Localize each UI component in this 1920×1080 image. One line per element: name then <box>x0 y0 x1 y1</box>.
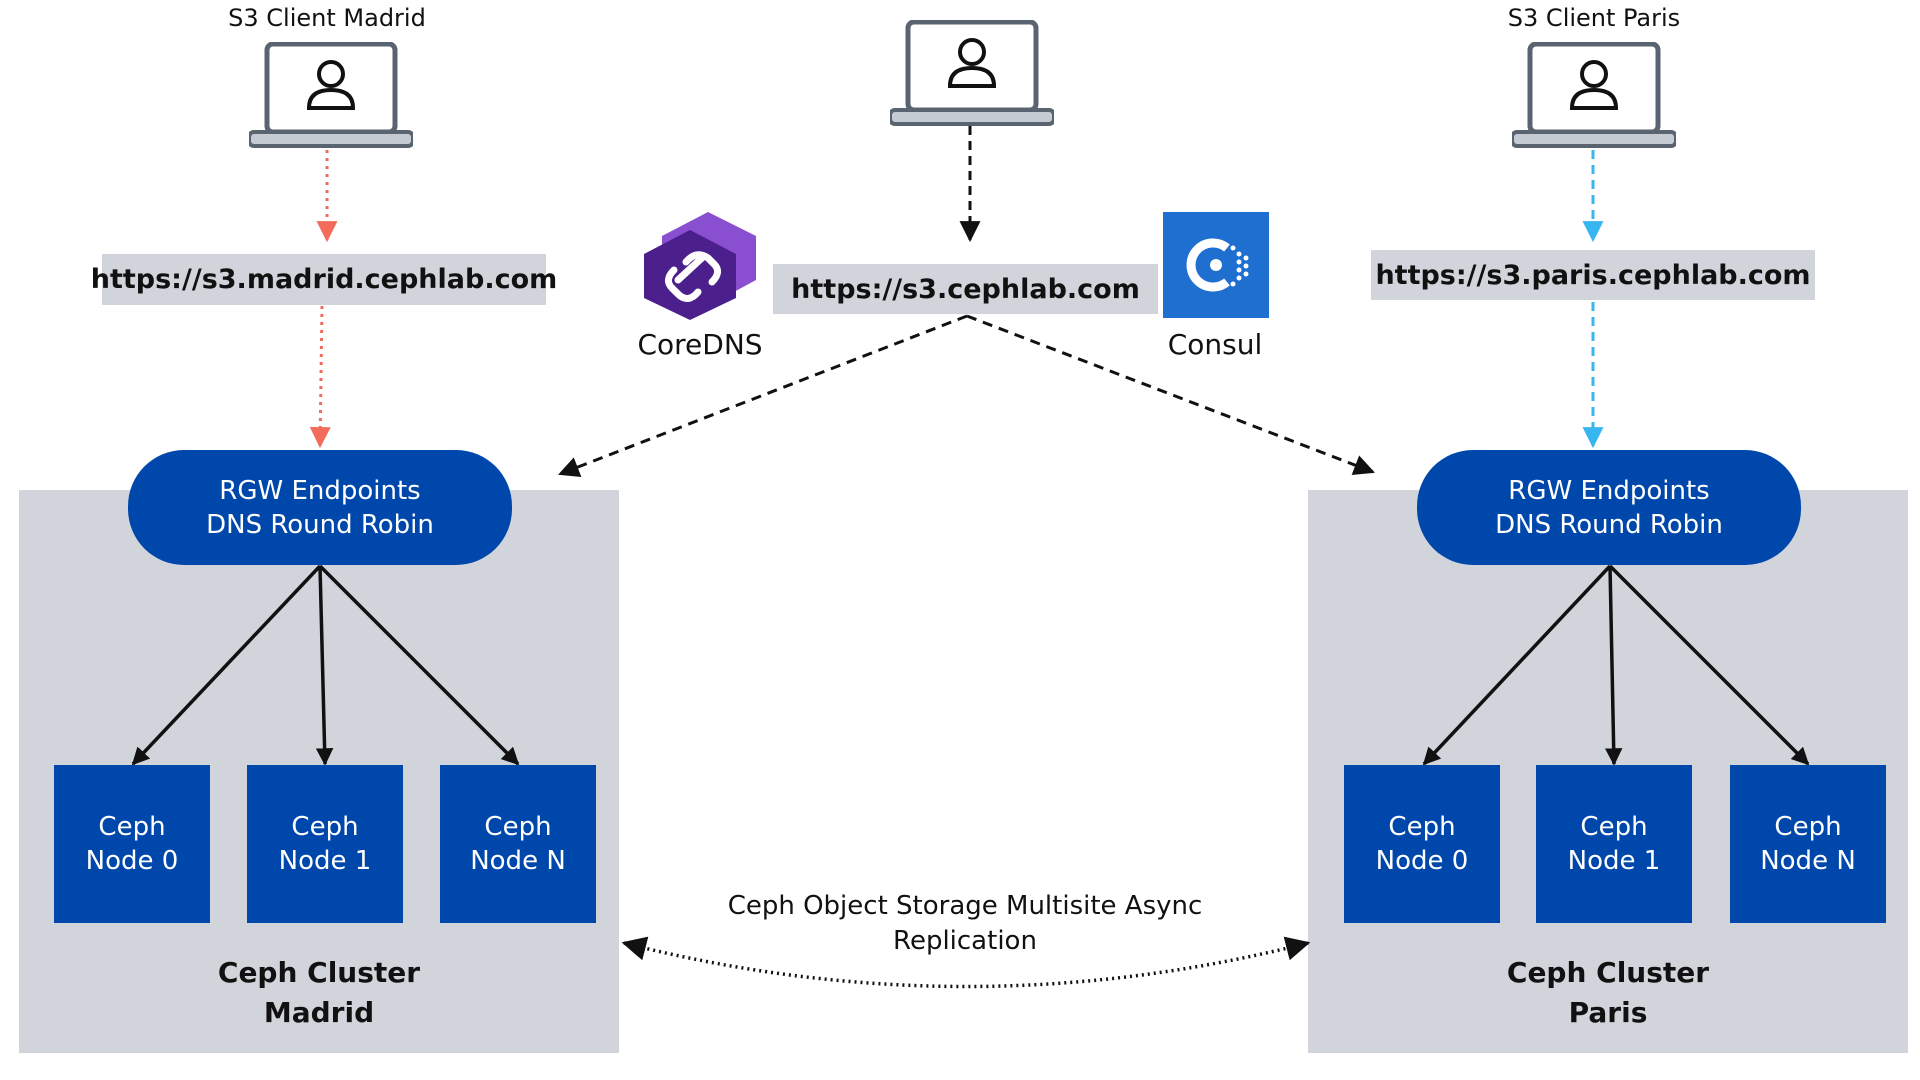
laptop-user-icon <box>1512 42 1676 148</box>
paris-ceph-node-n: Ceph Node N <box>1730 765 1886 923</box>
madrid-url-to-rgw-arrow <box>309 305 331 449</box>
replication-label: Ceph Object Storage Multisite Async Repl… <box>700 889 1230 959</box>
node-label-line1: Ceph <box>1388 812 1456 842</box>
madrid-rgw-line2: DNS Round Robin <box>206 509 434 540</box>
global-url-to-paris-arrow <box>966 314 1375 476</box>
madrid-rgw-endpoints: RGW Endpoints DNS Round Robin <box>128 450 512 565</box>
paris-ceph-node-1: Ceph Node 1 <box>1536 765 1692 923</box>
paris-rgw-line2: DNS Round Robin <box>1495 509 1723 540</box>
replication-line1: Ceph Object Storage Multisite Async <box>727 891 1203 921</box>
paris-client-label: S3 Client Paris <box>1507 4 1681 32</box>
node-label-line1: Ceph <box>1580 812 1648 842</box>
consul-icon <box>1186 238 1249 292</box>
laptop-user-icon <box>890 20 1054 126</box>
paris-url-box: https://s3.paris.cephlab.com <box>1371 250 1815 300</box>
paris-rgw-line1: RGW Endpoints <box>1508 475 1710 506</box>
paris-rgw-endpoints: RGW Endpoints DNS Round Robin <box>1417 450 1801 565</box>
paris-rgw-to-node0 <box>1422 564 1612 766</box>
global-url-to-madrid-arrow <box>558 314 968 477</box>
node-label-line1: Ceph <box>484 812 552 842</box>
madrid-rgw-to-nodeN <box>318 564 520 766</box>
node-label-line2: Node N <box>470 846 566 876</box>
madrid-rgw-to-node0 <box>131 564 322 766</box>
node-label-line2: Node 1 <box>1567 846 1661 876</box>
consul-logo <box>1163 212 1269 318</box>
madrid-rgw-to-node1 <box>315 565 334 766</box>
global-url-box: https://s3.cephlab.com <box>773 264 1158 314</box>
node-label-line1: Ceph <box>291 812 359 842</box>
cluster-title-line1: Ceph Cluster <box>1506 956 1710 989</box>
madrid-client-label: S3 Client Madrid <box>228 4 426 32</box>
cluster-title-line1: Ceph Cluster <box>217 956 421 989</box>
coredns-label: CoreDNS <box>637 328 763 361</box>
node-label-line1: Ceph <box>1774 812 1842 842</box>
coredns-logo <box>644 212 756 320</box>
node-label-line1: Ceph <box>98 812 166 842</box>
madrid-rgw-line1: RGW Endpoints <box>219 475 421 506</box>
replication-line2: Replication <box>893 926 1037 956</box>
laptop-user-icon <box>249 42 413 148</box>
madrid-url-box: https://s3.madrid.cephlab.com <box>91 254 557 305</box>
node-label-line2: Node N <box>1760 846 1856 876</box>
paris-cluster-title: Ceph Cluster Paris <box>1308 953 1908 1033</box>
madrid-ceph-node-n: Ceph Node N <box>440 765 596 923</box>
consul-label: Consul <box>1167 328 1263 361</box>
node-label-line2: Node 0 <box>85 846 179 876</box>
node-label-line2: Node 1 <box>278 846 372 876</box>
madrid-ceph-node-1: Ceph Node 1 <box>247 765 403 923</box>
paris-ceph-node-0: Ceph Node 0 <box>1344 765 1500 923</box>
madrid-cluster-title: Ceph Cluster Madrid <box>19 953 619 1033</box>
madrid-ceph-node-0: Ceph Node 0 <box>54 765 210 923</box>
cluster-title-line2: Madrid <box>263 996 375 1029</box>
paris-rgw-to-nodeN <box>1608 564 1810 766</box>
cluster-title-line2: Paris <box>1568 996 1648 1029</box>
node-label-line2: Node 0 <box>1375 846 1469 876</box>
paris-rgw-to-node1 <box>1604 565 1623 766</box>
